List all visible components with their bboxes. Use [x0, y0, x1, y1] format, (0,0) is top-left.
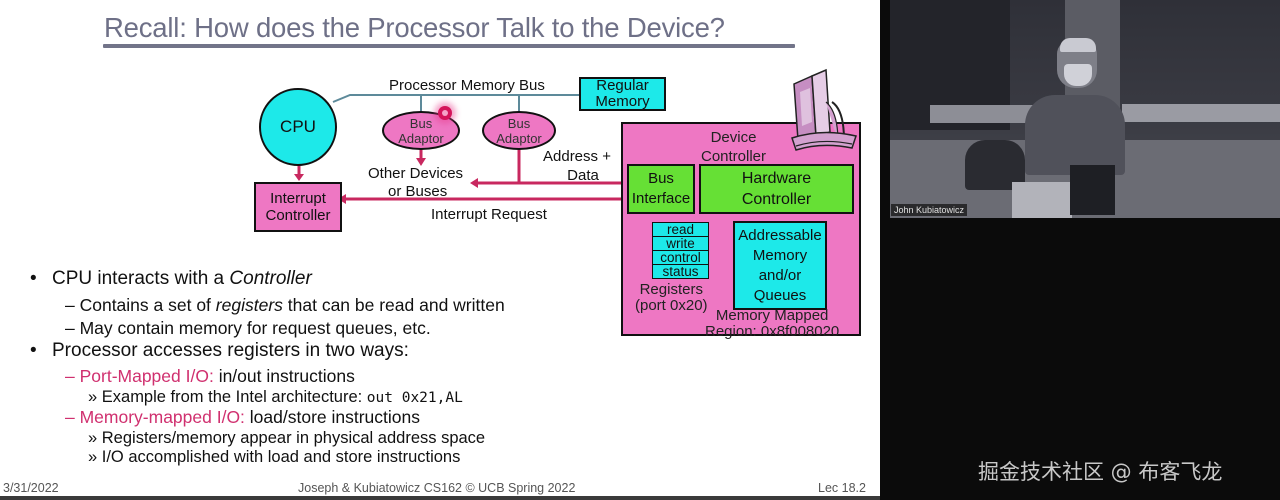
memory-mapped-line2: Region: 0x8f008020 [705, 323, 840, 340]
watermark: 掘金技术社区 @ 布客飞龙 [978, 460, 1223, 484]
registers-label: Registers (port 0x20) [635, 282, 708, 314]
footer-date: 3/31/2022 [3, 481, 59, 495]
bullet-1: •CPU interacts with a Controller [30, 268, 312, 289]
computer-icon [791, 68, 857, 151]
registers-label-line1: Registers [639, 281, 703, 298]
other-devices-line1: Other Devices [368, 165, 464, 182]
cpu-node: CPU [259, 88, 337, 166]
regular-memory-line1: Regular [596, 77, 649, 94]
addressable-memory-line4: Queues [753, 286, 807, 304]
bus-interface-line2: Interface [631, 190, 691, 207]
video-shelf-left [930, 105, 1035, 123]
hardware-controller-box: Hardware Controller [699, 164, 854, 214]
hardware-controller-line2: Controller [741, 191, 812, 208]
video-chair [965, 140, 1025, 190]
laser-pointer-icon [438, 106, 452, 120]
video-panel: John Kubiatowicz [880, 0, 1280, 500]
device-controller-line1: Device [710, 129, 757, 146]
addressable-memory-line2: Memory [752, 246, 808, 264]
addressable-memory-box: Addressable Memory and/or Queues [733, 221, 827, 310]
hardware-controller-line1: Hardware [741, 170, 812, 187]
register-control: control [652, 250, 709, 265]
interrupt-controller-line2: Controller [265, 207, 331, 224]
footer-course: Joseph & Kubiatowicz CS162 © UCB Spring … [298, 481, 576, 495]
video-laptop [1070, 165, 1115, 215]
bus-interface-line1: Bus [648, 170, 674, 187]
registers-label-line2: (port 0x20) [635, 297, 708, 314]
bus-adaptor-2-line2: Adaptor [496, 130, 542, 146]
device-controller-box: Device Controller Bus Interface Hardware… [621, 122, 861, 340]
slide: Recall: How does the Processor Talk to t… [0, 0, 880, 500]
bullet-2-sub-2: – Memory-mapped I/O: load/store instruct… [65, 407, 421, 427]
slide-title: Recall: How does the Processor Talk to t… [104, 12, 725, 43]
device-controller-line2: Controller [701, 148, 767, 165]
bus-adaptor-1: Bus Adaptor [382, 111, 460, 150]
other-devices-label: Other Devices or Buses [368, 165, 463, 201]
bullet-2-sub-1-detail: » Example from the Intel architecture: o… [88, 388, 463, 406]
speaker-mask [1064, 64, 1092, 86]
video-shelf-right [1122, 104, 1280, 122]
interrupt-controller-line1: Interrupt [270, 190, 326, 207]
interrupt-request-label: Interrupt Request [431, 206, 547, 223]
bus-adaptor-2: Bus Adaptor [482, 111, 556, 150]
regular-memory-line2: Memory [595, 93, 650, 110]
processor-memory-bus-label: Processor Memory Bus [389, 77, 545, 94]
bullet-2-sub-2-detail-1: » Registers/memory appear in physical ad… [88, 429, 486, 447]
regular-memory-box: Regular Memory [579, 77, 666, 111]
registers-stack: read write control status [652, 222, 709, 279]
bullet-1-sub-2: – May contain memory for request queues,… [65, 318, 431, 338]
bus-adaptor-1-line1: Bus [409, 115, 433, 131]
register-write: write [652, 236, 709, 251]
bullet-2-sub-1: – Port-Mapped I/O: in/out instructions [65, 366, 355, 386]
video-name-card [1012, 182, 1072, 218]
register-status: status [652, 264, 709, 279]
cpu-label: CPU [280, 117, 316, 136]
processor-memory-bus-line [332, 94, 580, 103]
diagram-wires [294, 94, 623, 204]
bus-adaptor-1-line2: Adaptor [398, 130, 444, 146]
address-data-label: Address + Data [543, 147, 611, 185]
addressable-memory-line3: and/or [758, 266, 802, 284]
register-read: read [652, 222, 709, 237]
bullet-2-sub-2-detail-2: » I/O accomplished with load and store i… [88, 448, 461, 466]
title-underline [103, 44, 795, 48]
memory-mapped-region-label: Memory Mapped Region: 0x8f008020 [705, 308, 839, 340]
speaker-video[interactable] [890, 0, 1280, 218]
memory-mapped-line1: Memory Mapped [715, 307, 829, 324]
bullet-1-sub-1: – Contains a set of registers that can b… [65, 295, 505, 315]
speaker-body [1025, 95, 1125, 175]
address-data-line1: Address + [543, 148, 611, 165]
bullet-2: •Processor accesses registers in two way… [30, 340, 409, 361]
address-data-line2: Data [567, 167, 599, 184]
footer-bar [0, 496, 880, 500]
bus-adaptor-2-line1: Bus [507, 115, 531, 131]
speaker-name-tag: John Kubiatowicz [891, 204, 968, 216]
bullet-list: •CPU interacts with a Controller – Conta… [30, 268, 630, 468]
bus-interface-box: Bus Interface [627, 164, 695, 214]
device-controller-label: Device Controller [701, 128, 766, 166]
footer-lecture: Lec 18.2 [818, 481, 866, 495]
addressable-memory-line1: Addressable [738, 226, 822, 244]
interrupt-controller-box: Interrupt Controller [254, 182, 342, 232]
speaker-cap [1060, 38, 1096, 52]
other-devices-line2: or Buses [388, 183, 448, 200]
